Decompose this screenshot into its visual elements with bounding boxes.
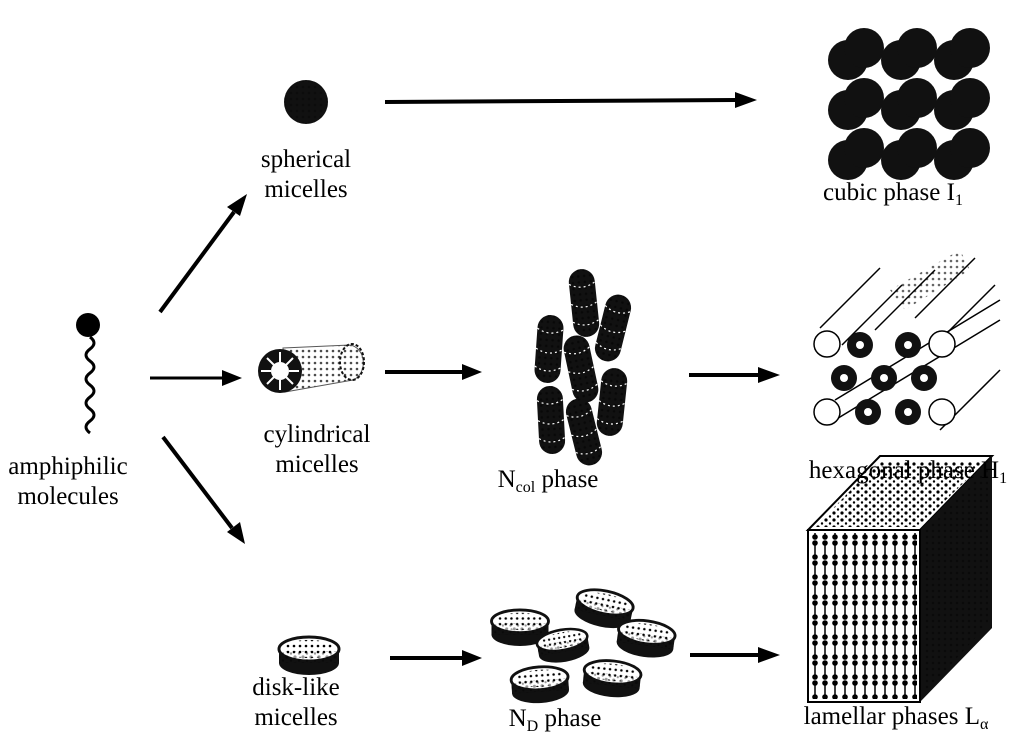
- label-disk-micelles: disk-like micelles: [236, 673, 356, 733]
- label-amphiphilic-molecules: amphiphilic molecules: [8, 452, 128, 512]
- ncol-phase-icon: [534, 268, 634, 468]
- cylindrical-micelle-icon: [258, 344, 364, 393]
- amphiphilic-molecule-icon: [76, 313, 100, 433]
- arrow-spherical-to-cubic: [385, 100, 735, 102]
- label-ncol-phase: Ncol phase: [488, 465, 608, 503]
- label-hexagonal-phase: hexagonal phase H1: [790, 456, 1026, 494]
- arrows: [150, 92, 780, 666]
- label-nd-phase: ND phase: [500, 704, 610, 742]
- hexagonal-phase-icon: [814, 250, 1000, 430]
- label-cylindrical-micelles: cylindrical micelles: [252, 420, 382, 480]
- nd-phase-icon: [492, 585, 677, 705]
- arrow-molecule-to-disk: [163, 437, 232, 528]
- disk-micelle-icon: [279, 637, 339, 675]
- label-cubic-phase: cubic phase I1: [808, 178, 978, 216]
- arrow-molecule-to-spherical: [160, 212, 234, 312]
- label-lamellar-phases: lamellar phases Lα: [776, 702, 1016, 740]
- spherical-micelle-icon: [284, 80, 328, 124]
- label-spherical-micelles: spherical micelles: [256, 145, 356, 205]
- cubic-phase-icon: [828, 28, 990, 180]
